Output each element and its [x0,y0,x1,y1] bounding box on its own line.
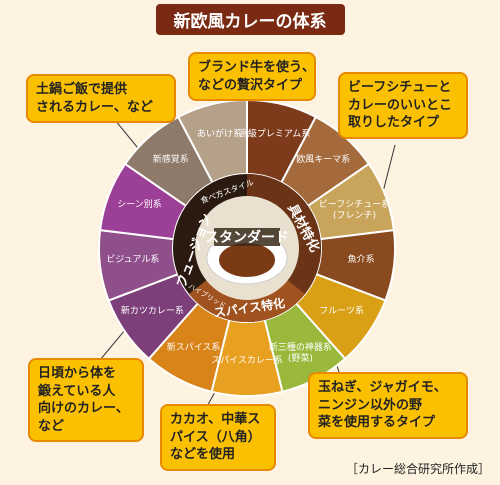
segment-label-11: 新感覚系 [153,153,189,165]
callout-c3-line: 取りしたタイプ [348,115,440,131]
segment-label-0: 高級プレミアム系 [239,127,310,139]
callout-c4-line: など [38,418,65,434]
callout-c3: ビーフシチューと カレーのいいとこ 取りしたタイプ [338,72,468,139]
page-title: 新欧風カレーの体系 [155,3,345,35]
segment-label-8: 新カツカレー系 [121,304,184,316]
callout-c6: 玉ねぎ、ジャガイモ、 ニンジン以外の野 菜を使用するタイプ [308,372,468,439]
callout-c5-line: などを使用 [170,447,236,463]
callout-c1-line: されるカレー、など [36,99,153,115]
callout-c2-line: ブランド牛を使う、 [198,60,316,75]
callout-c2-line: などの贅沢タイプ [198,77,303,93]
outer-ring [98,98,396,397]
segment-label-12: あいがけ系 [197,127,242,139]
callout-c2: ブランド牛を使う、 などの贅沢タイプ [188,52,316,102]
callout-c6-line: ニンジン以外の野 [318,397,423,413]
center-label: スタンダード [205,229,289,246]
center-label-bg [214,228,280,246]
callout-c4: 日頃から体を 鍛えている人 向けのカレー、 など [28,358,144,443]
credit: ［カレー総合研究所作成］ [345,462,490,476]
segment-label-6: スパイスカレー系 [211,355,283,366]
callout-c6-line: 菜を使用するタイプ [318,415,436,431]
segment-label-2: ビーフシチュー系(フレンチ) [319,199,390,221]
callout-c4-line: 日頃から体を [38,366,117,381]
callout-c3-line: カレーのいいとこ [348,97,453,113]
callout-c3-line: ビーフシチューと [348,80,452,95]
segment-label-4: フルーツ系 [319,305,364,316]
title-bar: 新欧風カレーの体系 [0,0,500,38]
callout-c4-line: 鍛えている人 [38,383,116,399]
segment-label-5: 新三種の神器系(野菜) [269,341,332,364]
callout-c5-line: カカオ、中華ス [170,412,261,427]
segment-label-1: 欧風キーマ系 [296,153,350,165]
callout-c6-line: 玉ねぎ、ジャガイモ、 [318,380,447,395]
callout-c4-line: 向けのカレー、 [38,401,129,417]
segment-label-10: シーン別系 [117,199,162,210]
callout-c1-line: 土鍋ご飯で提供 [36,82,128,97]
callout-c5-line: パイス（八角） [170,429,261,445]
segment-label-3: 魚介系 [348,253,375,265]
segment-label-7: 新スパイス系 [167,341,221,353]
curry-roux-icon [219,243,275,277]
callout-c1: 土鍋ご飯で提供 されるカレー、など [26,74,176,124]
segment-label-9: ビジュアル系 [106,254,159,265]
callout-c5: カカオ、中華ス パイス（八角） などを使用 [160,404,276,471]
